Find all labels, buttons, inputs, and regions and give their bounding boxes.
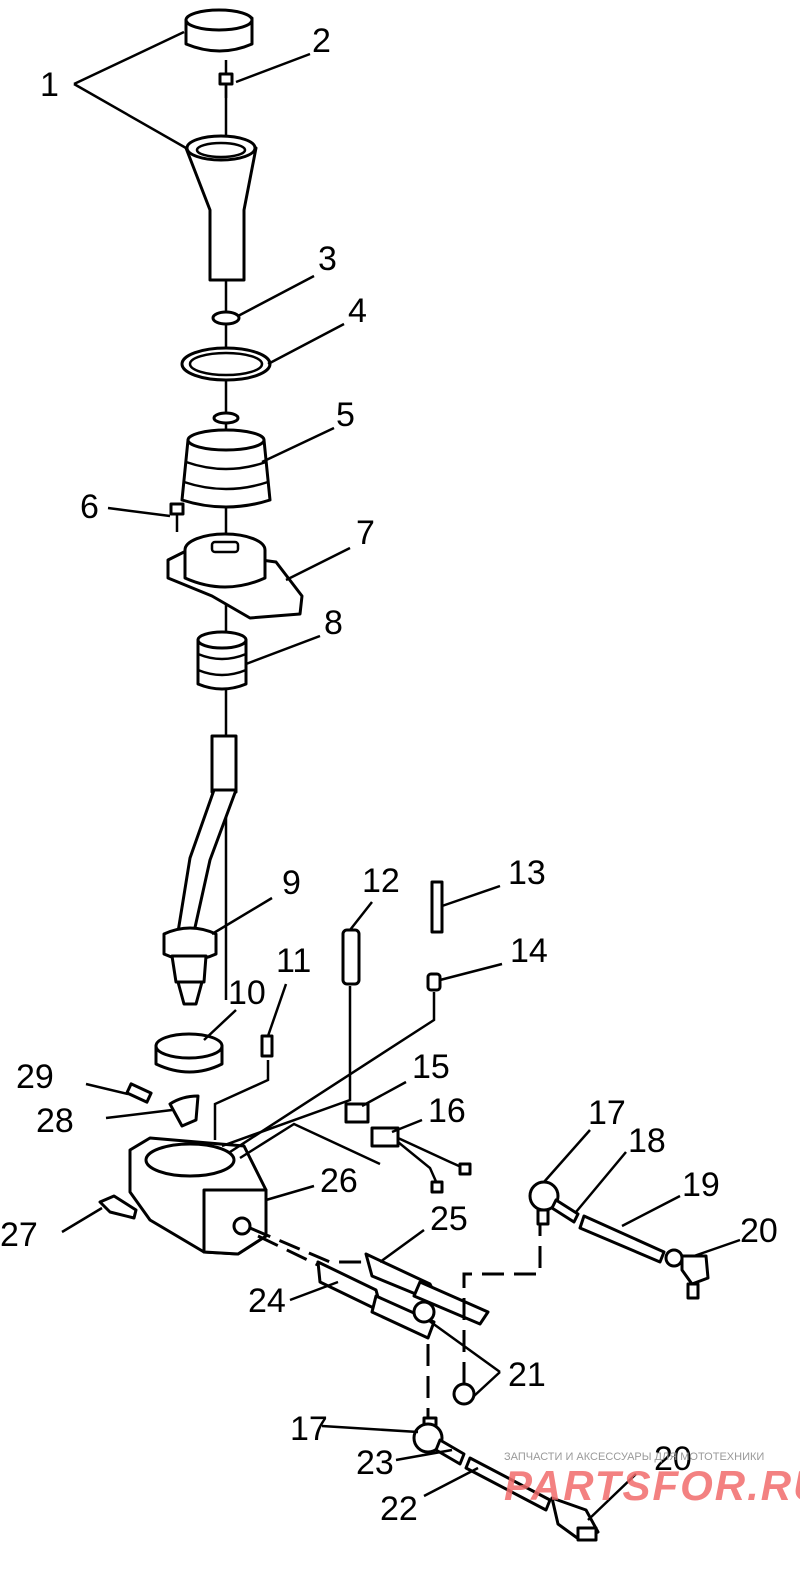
callout-6: 6: [80, 488, 99, 526]
callout-12: 12: [362, 862, 400, 900]
part-shift-knob: [184, 134, 258, 282]
callout-28: 28: [36, 1102, 74, 1140]
callout-25: 25: [430, 1200, 468, 1238]
callout-2: 2: [312, 22, 331, 60]
callout-10: 10: [228, 974, 266, 1012]
part-rod-25: [249, 1226, 490, 1326]
part-spring-8: [196, 630, 248, 691]
callout-3: 3: [318, 240, 337, 278]
callout-1-top: 1: [40, 66, 59, 104]
part-nut-21-a: [412, 1300, 436, 1324]
part-nut-21-b: [452, 1382, 476, 1406]
callout-labels: 1 2 3 4 5 6 7 8 9 10 11 12 13 14 15 16 1…: [0, 22, 778, 1528]
part-pin-29: [125, 1082, 153, 1104]
part-housing-26: [128, 1136, 268, 1256]
callout-29: 29: [16, 1058, 54, 1096]
part-switch-15: [344, 1102, 370, 1124]
callout-21: 21: [508, 1356, 546, 1394]
watermark-caption: ЗАПЧАСТИ И АКСЕССУАРЫ ДЛЯ МОТОТЕХНИКИ: [504, 1451, 764, 1463]
part-tie-rod-right: [528, 1180, 710, 1300]
callout-27: 27: [0, 1216, 38, 1254]
part-screw-top: [218, 72, 234, 98]
part-shift-lever: [162, 734, 238, 1006]
link-16: [239, 1122, 381, 1166]
link-14: [229, 992, 436, 1154]
callout-15: 15: [412, 1048, 450, 1086]
callout-16: 16: [428, 1092, 466, 1130]
part-tie-rod-lower: [412, 1416, 600, 1542]
part-nut-14: [426, 972, 442, 992]
link-11: [213, 1060, 270, 1140]
callout-26: 26: [320, 1162, 358, 1200]
part-mount-plate: [166, 532, 304, 620]
callout-17-right: 17: [588, 1094, 626, 1132]
callout-4: 4: [348, 292, 367, 330]
leader-lines: [61, 30, 741, 1521]
part-pin-12: [341, 928, 361, 986]
callout-8: 8: [324, 604, 343, 642]
part-small-ring: [211, 310, 241, 326]
callout-5: 5: [336, 396, 355, 434]
callout-13: 13: [508, 854, 546, 892]
part-bolt-27: [98, 1194, 138, 1220]
part-knob-cap: [184, 8, 254, 53]
callout-19: 19: [682, 1166, 720, 1204]
callout-17-lower: 17: [290, 1410, 328, 1448]
part-bolt-6: [169, 502, 185, 532]
callout-7: 7: [356, 514, 375, 552]
part-switch-16: [370, 1126, 472, 1194]
callout-9: 9: [282, 864, 301, 902]
callout-22: 22: [380, 1490, 418, 1528]
callout-20-lower: 20: [654, 1440, 692, 1478]
dash-right-rod: [462, 1222, 542, 1384]
part-rubber-boot: [180, 411, 272, 509]
part-spring-11: [260, 1034, 274, 1058]
part-large-ring: [180, 346, 272, 382]
watermark-brand: PARTSFOR.RU: [504, 1462, 800, 1509]
part-clip-28: [168, 1094, 200, 1128]
part-rod-13: [430, 880, 444, 934]
callout-11: 11: [276, 942, 311, 980]
callout-23: 23: [356, 1444, 394, 1482]
part-socket-10: [154, 1032, 224, 1074]
callout-24: 24: [248, 1282, 286, 1320]
callout-18: 18: [628, 1122, 666, 1160]
part-rod-24: [257, 1234, 436, 1340]
callout-20-right: 20: [740, 1212, 778, 1250]
callout-14: 14: [510, 932, 548, 970]
